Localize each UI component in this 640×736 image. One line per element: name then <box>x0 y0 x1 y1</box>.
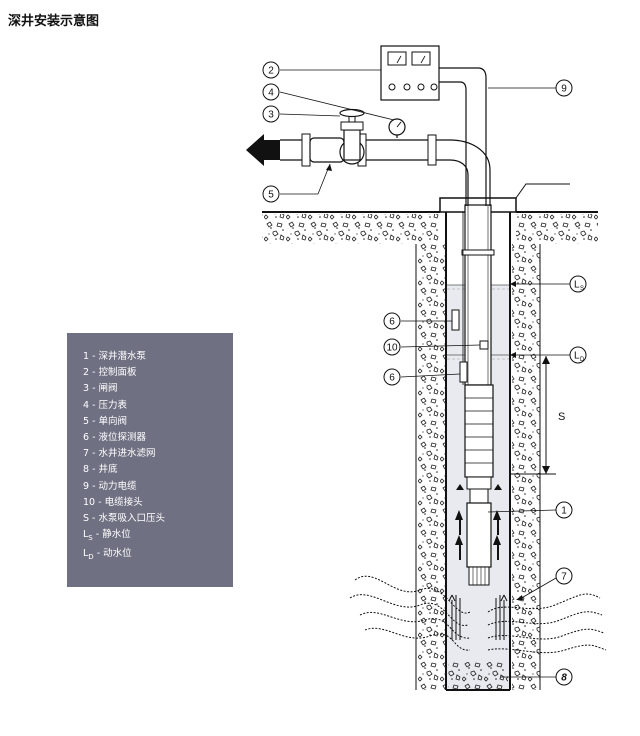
callout-2-label: 2 <box>268 66 274 77</box>
legend-panel: 1 - 深井潜水泵 2 - 控制面板 3 - 闸阀 4 - 压力表 5 - 单向… <box>67 333 233 587</box>
callout-leaders <box>279 69 570 678</box>
callout-4-label: 4 <box>268 88 274 99</box>
callout-ld-label: L <box>574 351 580 362</box>
legend-item-1: 1 - 深井潜水泵 <box>83 351 147 362</box>
callout-7: 7 <box>555 567 573 585</box>
callout-9: 9 <box>555 79 573 97</box>
borehole-soil <box>415 244 541 690</box>
callout-3-label: 3 <box>268 110 274 121</box>
callout-10-label: 10 <box>386 343 398 354</box>
legend-item-4: 4 - 压力表 <box>83 399 128 411</box>
s-label: S <box>558 411 565 423</box>
callout-6b-label: 6 <box>389 373 395 384</box>
aquifer-lines <box>349 575 607 654</box>
callout-3: 3 <box>262 105 280 123</box>
legend-item-ld: LD - 动水位 <box>83 548 132 562</box>
legend-item-8: 8 - 井底 <box>83 464 118 476</box>
callout-2: 2 <box>262 61 280 79</box>
page-title: 深井安装示意图 <box>8 14 100 29</box>
legend-item-s: S - 水泵吸入口压头 <box>83 513 166 525</box>
legend-item-10: 10 - 电缆接头 <box>83 496 143 508</box>
legend-item-ls: LS - 静水位 <box>83 529 131 543</box>
legend-item-9: 9 - 动力电缆 <box>83 480 137 492</box>
callout-8: 8 <box>555 668 573 686</box>
callout-ls-label: L <box>574 280 580 291</box>
callout-ld: L D <box>569 346 587 364</box>
callout-8-label: 8 <box>561 673 567 684</box>
callout-10: 10 <box>383 338 401 356</box>
gate-valve <box>339 108 365 161</box>
pressure-gauge <box>388 118 406 138</box>
legend-item-2: 2 - 控制面板 <box>83 367 137 379</box>
s-dimension: S <box>510 356 565 475</box>
legend-item-5: 5 - 单向阀 <box>83 415 128 427</box>
callout-6a-label: 6 <box>389 317 395 328</box>
legend-item-7: 7 - 水井进水滤网 <box>83 448 156 460</box>
callout-6b: 6 <box>383 368 401 386</box>
callout-5-label: 5 <box>268 190 274 201</box>
level-probe-lower <box>459 361 468 383</box>
callout-ls: L S <box>569 275 587 293</box>
callout-ld-sub: D <box>580 357 585 363</box>
callout-4: 4 <box>262 83 280 101</box>
discharge-pipe <box>246 133 491 206</box>
ground <box>262 211 598 244</box>
callout-6a: 6 <box>383 312 401 330</box>
legend-item-3: 3 - 闸阀 <box>83 383 118 395</box>
callout-9-label: 9 <box>561 84 567 95</box>
leader-arrowheads <box>326 164 523 600</box>
flow-arrows <box>455 484 502 560</box>
control-panel <box>380 45 440 101</box>
well-bottom-gravel <box>448 662 508 689</box>
callout-7-label: 7 <box>561 572 567 583</box>
callout-1: 1 <box>555 501 573 519</box>
submersible-pump <box>464 384 494 586</box>
legend-item-6: 6 - 液位探测器 <box>83 432 147 444</box>
riser-pipe <box>461 204 495 386</box>
callout-ls-sub: S <box>580 286 584 292</box>
cable-joint <box>479 340 489 350</box>
level-probe-upper <box>451 309 460 331</box>
callout-1-label: 1 <box>561 506 567 517</box>
power-cable <box>439 67 487 206</box>
callout-5: 5 <box>262 185 280 203</box>
intake-arrows <box>448 594 508 640</box>
